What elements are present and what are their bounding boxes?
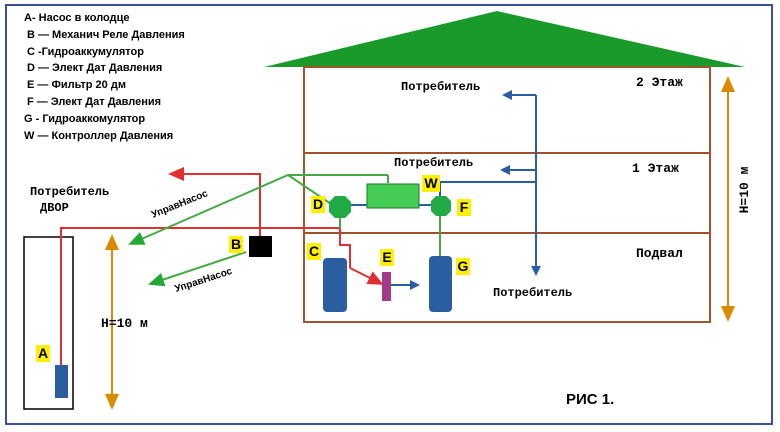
legend-item-a: A- Насос в колодце <box>24 12 130 24</box>
legend-item-f: F — Элект Дат Давления <box>27 95 162 108</box>
legend-item-w: W — Контроллер Давления <box>24 129 174 142</box>
label-e: E <box>382 249 391 265</box>
pressure-controller-w <box>366 183 420 209</box>
control-label-lower: УправНасос <box>174 266 234 295</box>
label-b: B <box>231 236 241 252</box>
accumulator-c <box>323 258 347 312</box>
well <box>23 236 74 410</box>
house-height-arrow <box>721 76 735 322</box>
well-height-label: H=10 м <box>101 316 148 331</box>
label-c: C <box>309 243 319 259</box>
label-f: F <box>460 199 469 215</box>
consumer-floor1: Потребитель <box>394 155 473 170</box>
label-w: W <box>424 175 438 191</box>
diagram-frame <box>5 4 773 425</box>
label-d: D <box>313 196 323 212</box>
legend-item-c: C -Гидроаккумулятор <box>27 45 144 58</box>
house-height-label: H=10 м <box>737 166 752 213</box>
control-label-upper: УправНасос <box>150 188 210 221</box>
label-g: G <box>458 258 469 274</box>
consumer-yard-line2: ДВОР <box>40 201 69 215</box>
floor2-label: 2 Этаж <box>636 75 683 90</box>
pump-a <box>55 365 68 398</box>
component-labels: A B C D E F G W <box>36 175 471 362</box>
figure-caption: РИС 1. <box>566 391 614 408</box>
house-roof <box>264 11 745 67</box>
label-a: A <box>38 345 48 361</box>
legend-item-d: D — Элект Дат Давления <box>27 62 163 75</box>
consumer-floor2: Потребитель <box>401 79 480 94</box>
accumulator-g <box>429 256 452 312</box>
pressure-sensor-d <box>329 196 351 218</box>
floor1-label: 1 Этаж <box>632 161 679 176</box>
legend-item-e: E — Фильтр 20 дм <box>27 79 126 92</box>
basement-label: Подвал <box>636 246 683 261</box>
legend-item-b: B — Механич Реле Давления <box>27 28 185 41</box>
house-walls <box>303 66 711 323</box>
pressure-relay-b <box>249 236 272 257</box>
legend-item-g: G - Гидроаккомулятор <box>24 112 146 125</box>
well-height-arrow <box>105 234 119 410</box>
consumer-basement: Потребитель <box>493 285 572 300</box>
supply-pipe-red <box>60 167 384 365</box>
filter-e <box>382 272 391 301</box>
legend: A- Насос в колодце B — Механич Реле Давл… <box>24 10 185 144</box>
consumer-yard: Потребитель <box>30 184 109 199</box>
pressure-sensor-f <box>431 196 451 216</box>
